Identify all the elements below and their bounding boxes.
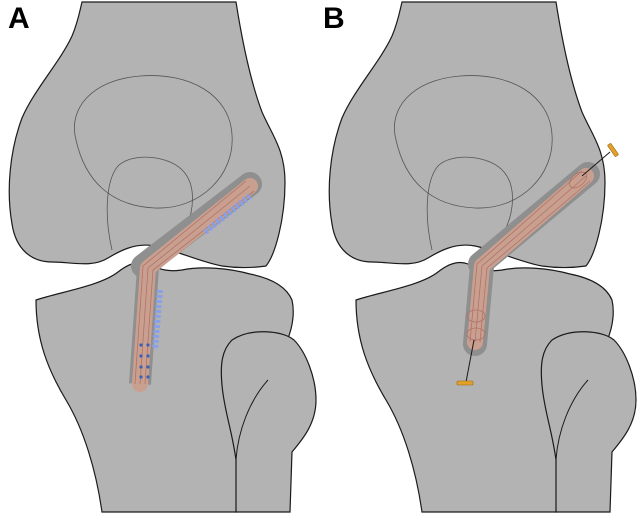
suture-dot <box>139 365 143 369</box>
graft-loop-end-b <box>466 327 486 341</box>
femoral-suture-b <box>581 151 611 177</box>
suture-dot <box>146 365 150 369</box>
panel-a <box>8 1 317 513</box>
graft-loop-femoral-b <box>569 171 587 189</box>
orange-button-icon <box>456 380 474 386</box>
suture-dot <box>139 375 143 379</box>
suture-dot <box>139 343 143 347</box>
suture-dot <box>146 375 150 379</box>
graft-strand-a2 <box>139 185 251 385</box>
orange-button-icon <box>607 143 619 157</box>
panel-b <box>328 1 637 513</box>
femoral-cortical-button-b <box>607 143 619 157</box>
panel-a-label: A <box>8 2 30 35</box>
blue-threaded-screw-icon <box>152 289 163 351</box>
suture-dot <box>146 354 150 358</box>
graft-loop-tibial-b <box>466 309 486 323</box>
suture-dots-a <box>139 343 150 379</box>
tibial-suture-b <box>465 339 475 383</box>
tibial-interference-screw-a <box>152 289 163 351</box>
graft-strand-b2 <box>474 175 587 343</box>
graft-strand-b3 <box>479 180 591 343</box>
tibial-cortical-button-b <box>456 380 474 386</box>
panel-b-label: B <box>323 2 345 35</box>
graft-strand-b1 <box>469 170 583 343</box>
suture-dot <box>146 343 150 347</box>
graft-strand-a1 <box>134 180 247 385</box>
suture-dot <box>139 354 143 358</box>
